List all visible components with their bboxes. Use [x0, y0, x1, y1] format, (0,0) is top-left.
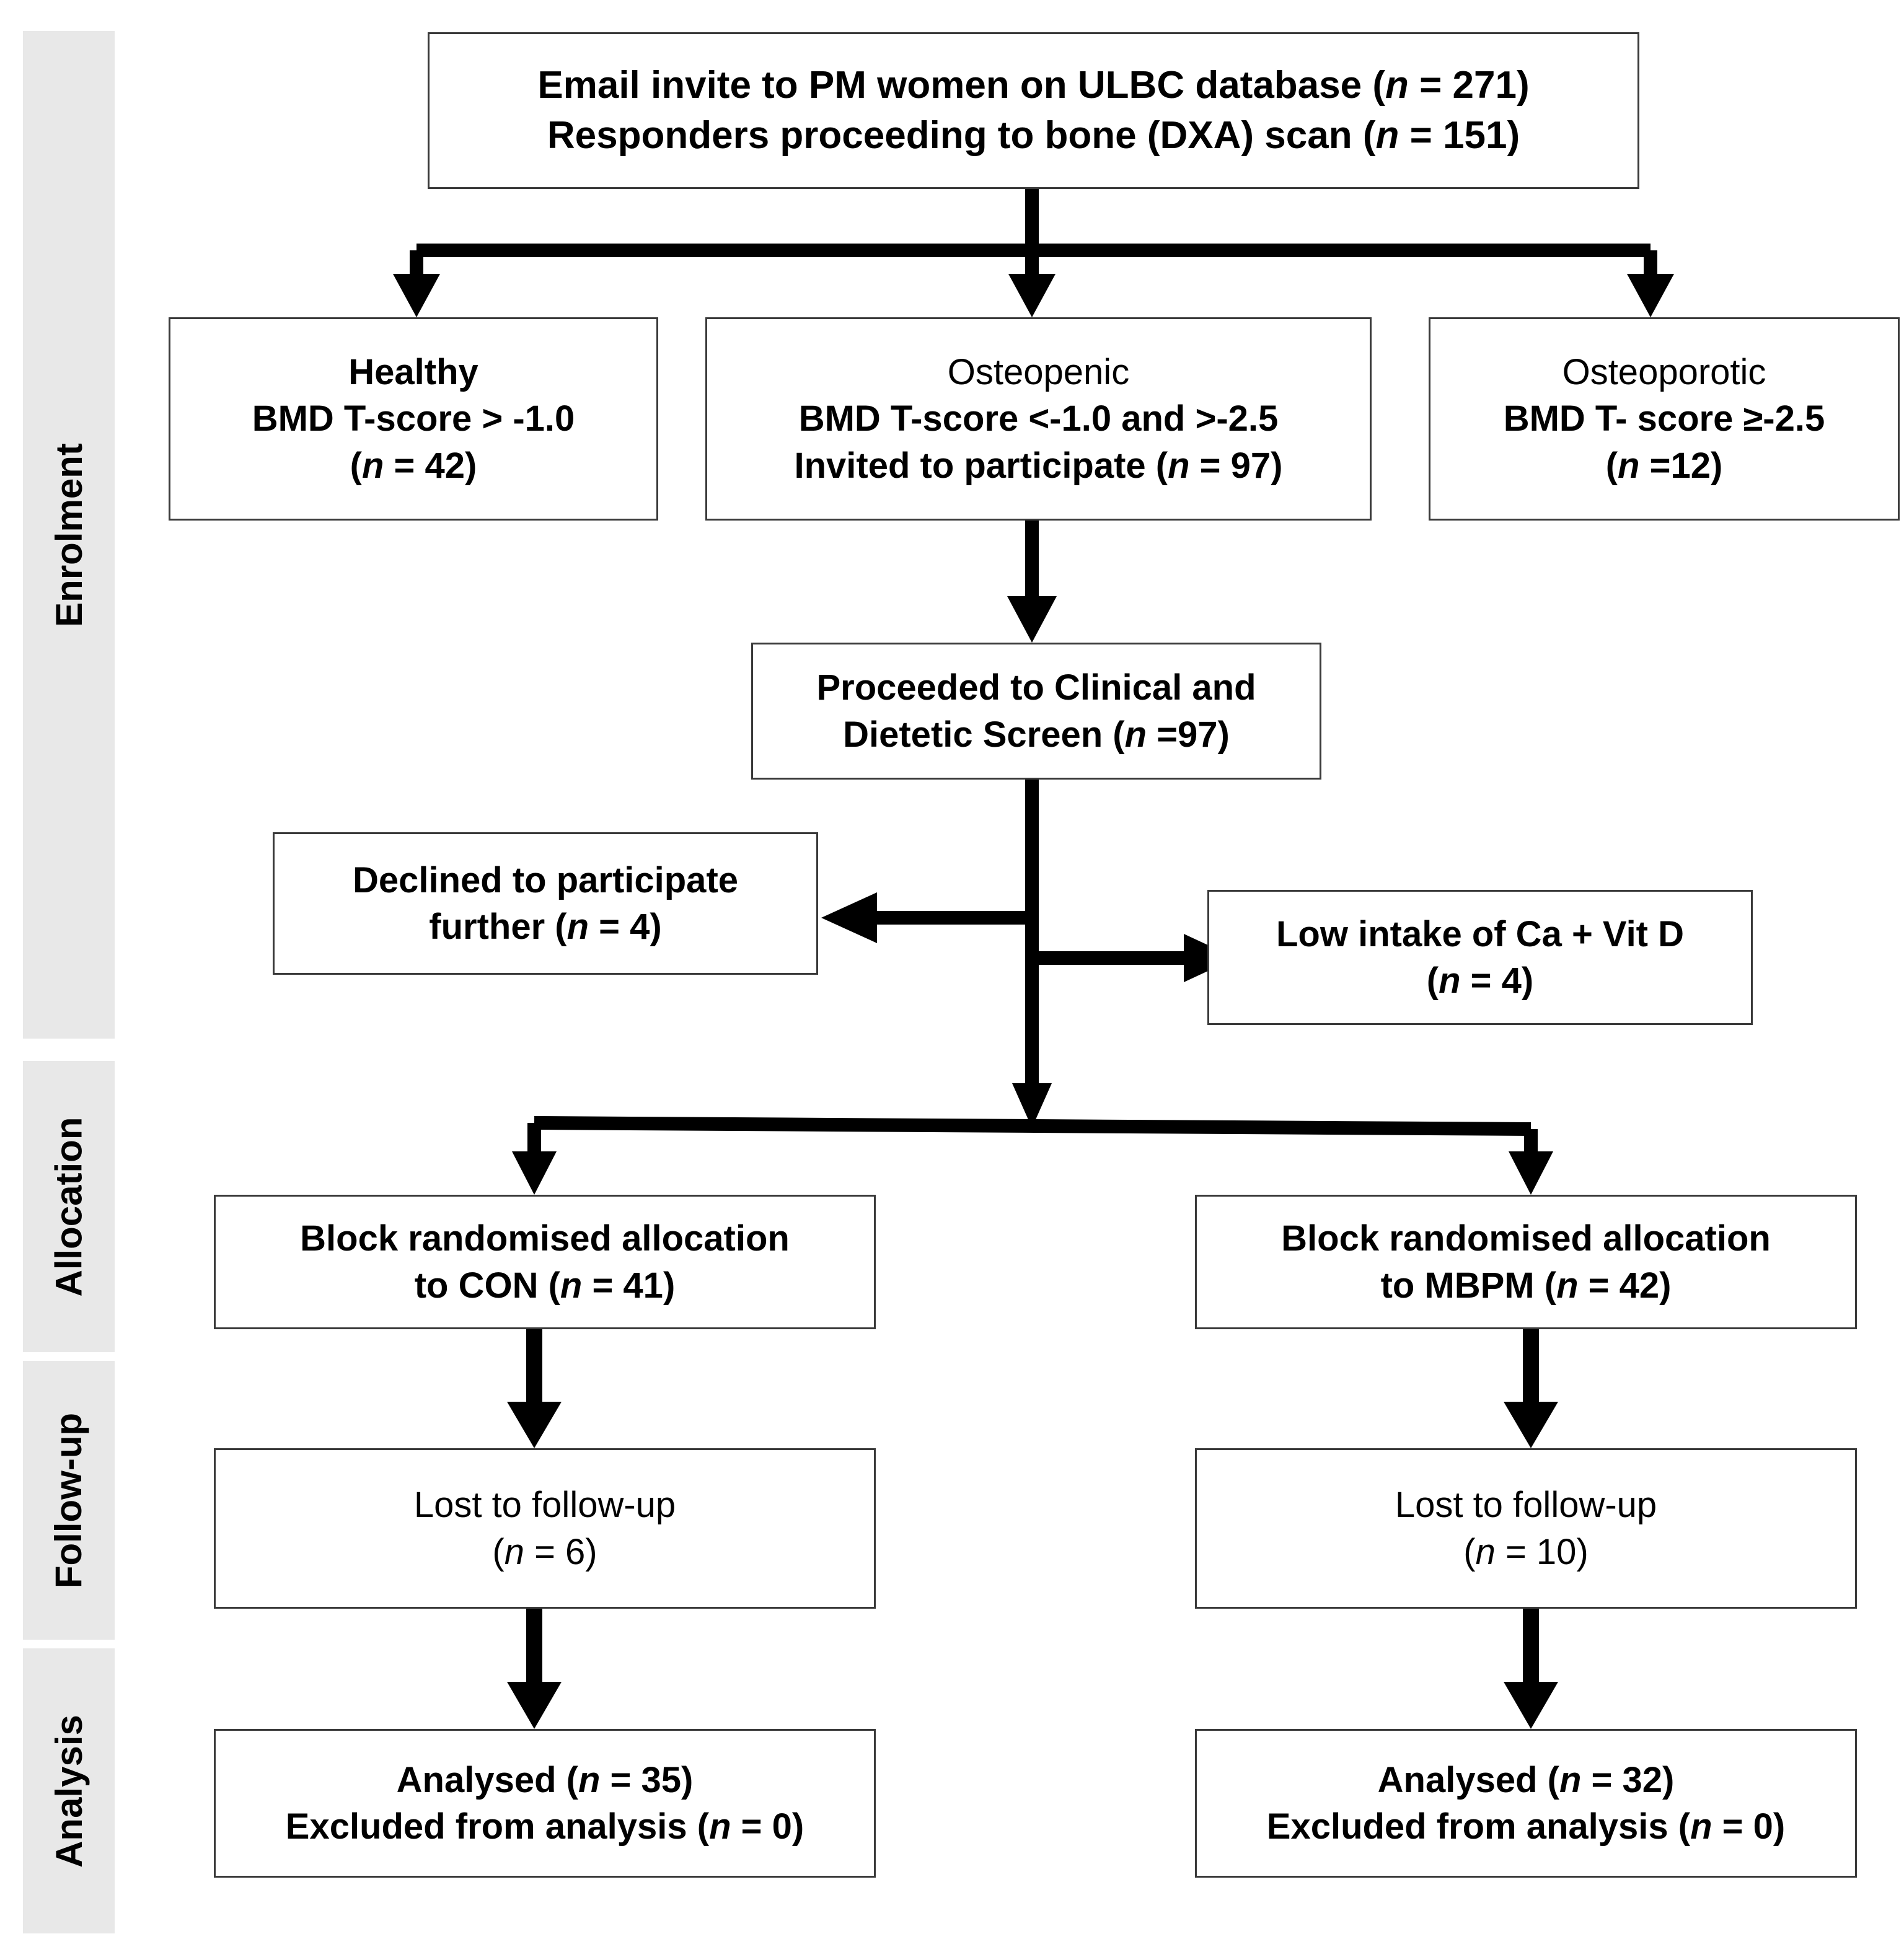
arrowhead-to-alloc-con	[512, 1151, 557, 1195]
sample-size-symbol: n	[1556, 1265, 1579, 1306]
arrowhead-to-healthy	[393, 274, 440, 317]
node-alloc-mbpm-line-2: to MBPM (n = 42)	[1380, 1265, 1672, 1306]
arrowhead-to-declined	[821, 892, 877, 943]
sample-size-symbol: n	[560, 1265, 583, 1306]
node-healthy-line-2: BMD T-score > -1.0	[252, 398, 575, 439]
sample-size-symbol: n	[566, 907, 589, 947]
node-alloc-con-line-1: Block randomised allocation	[300, 1218, 790, 1259]
node-declined-line-2: further (n = 4)	[429, 907, 662, 947]
node-osteoporotic: Osteoporotic BMD T- score ≥-2.5 (n =12)	[1429, 317, 1900, 521]
node-recruitment: Email invite to PM women on ULBC databas…	[428, 32, 1639, 189]
node-alloc-con: Block randomised allocation to CON (n = …	[214, 1195, 876, 1329]
arrowhead-lost-mbpm-to-analysed	[1504, 1682, 1558, 1729]
node-declined-line-1: Declined to participate	[352, 860, 739, 900]
sample-size-symbol: n	[1439, 961, 1461, 1001]
node-osteopenic: Osteopenic BMD T-score <-1.0 and >-2.5 I…	[705, 317, 1372, 521]
node-healthy-line-1: Healthy	[348, 351, 478, 392]
sample-size-symbol: n	[1168, 445, 1190, 486]
node-alloc-mbpm-line-1: Block randomised allocation	[1281, 1218, 1771, 1259]
node-analysed-con: Analysed (n = 35) Excluded from analysis…	[214, 1729, 876, 1878]
node-analysed-con-line-2: Excluded from analysis (n = 0)	[285, 1806, 804, 1847]
node-analysed-con-line-1: Analysed (n = 35)	[396, 1759, 694, 1800]
node-declined: Declined to participate further (n = 4)	[273, 832, 818, 975]
node-healthy-line-3: (n = 42)	[350, 445, 477, 486]
node-osteoporotic-line-2: BMD T- score ≥-2.5	[1503, 398, 1825, 439]
arrowhead-to-alloc-mbpm	[1509, 1151, 1553, 1195]
sample-size-symbol: n	[504, 1531, 524, 1572]
node-recruitment-line-2: Responders proceeding to bone (DXA) scan…	[547, 113, 1520, 157]
arrowhead-to-screen	[1007, 596, 1057, 643]
sample-size-symbol: n	[1618, 445, 1640, 486]
sample-size-symbol: n	[1385, 63, 1409, 107]
phase-band-analysis: Analysis	[23, 1648, 115, 1933]
arrowhead-alloc-con-to-lost	[507, 1402, 562, 1448]
node-osteopenic-line-1: Osteopenic	[947, 351, 1130, 392]
sample-size-symbol: n	[361, 445, 384, 486]
node-lost-mbpm: Lost to follow-up (n = 10)	[1195, 1448, 1857, 1609]
node-lost-con-line-2: (n = 6)	[492, 1531, 597, 1572]
phase-label-followup: Follow-up	[48, 1412, 90, 1588]
phase-band-allocation: Allocation	[23, 1061, 115, 1352]
node-analysed-mbpm-line-1: Analysed (n = 32)	[1377, 1759, 1675, 1800]
sample-size-symbol: n	[578, 1759, 601, 1800]
node-low-intake: Low intake of Ca + Vit D (n = 4)	[1207, 890, 1753, 1025]
node-analysed-mbpm-line-2: Excluded from analysis (n = 0)	[1266, 1806, 1786, 1847]
phase-band-enrolment: Enrolment	[23, 31, 115, 1039]
node-osteoporotic-line-3: (n =12)	[1605, 445, 1723, 486]
arrowhead-to-osteoporotic	[1627, 274, 1674, 317]
node-screen: Proceeded to Clinical and Dietetic Scree…	[751, 643, 1321, 780]
node-osteopenic-line-3: Invited to participate (n = 97)	[794, 445, 1283, 486]
arrowhead-to-osteopenic	[1008, 274, 1056, 317]
phase-label-allocation: Allocation	[48, 1116, 90, 1297]
node-screen-line-2: Dietetic Screen (n =97)	[843, 714, 1230, 755]
sample-size-symbol: n	[1559, 1759, 1582, 1800]
node-analysed-mbpm: Analysed (n = 32) Excluded from analysis…	[1195, 1729, 1857, 1878]
node-lost-mbpm-line-2: (n = 10)	[1463, 1531, 1589, 1572]
node-low-intake-line-2: (n = 4)	[1426, 961, 1534, 1001]
node-low-intake-line-1: Low intake of Ca + Vit D	[1276, 913, 1684, 954]
sample-size-symbol: n	[709, 1806, 731, 1847]
sample-size-symbol: n	[1690, 1806, 1712, 1847]
node-screen-line-1: Proceeded to Clinical and	[816, 667, 1256, 708]
node-lost-con-line-1: Lost to follow-up	[413, 1485, 676, 1526]
node-osteopenic-line-2: BMD T-score <-1.0 and >-2.5	[798, 398, 1279, 439]
node-healthy: Healthy BMD T-score > -1.0 (n = 42)	[169, 317, 658, 521]
node-lost-con: Lost to follow-up (n = 6)	[214, 1448, 876, 1609]
node-recruitment-line-1: Email invite to PM women on ULBC databas…	[537, 63, 1530, 107]
node-alloc-mbpm: Block randomised allocation to MBPM (n =…	[1195, 1195, 1857, 1329]
phase-label-enrolment: Enrolment	[48, 442, 90, 627]
arrowhead-alloc-mbpm-to-lost	[1504, 1402, 1558, 1448]
node-lost-mbpm-line-1: Lost to follow-up	[1395, 1485, 1657, 1526]
sample-size-symbol: n	[1375, 113, 1399, 157]
sample-size-symbol: n	[1475, 1531, 1496, 1572]
arrowhead-allocation-junction	[1012, 1083, 1052, 1128]
node-osteoporotic-line-1: Osteoporotic	[1562, 351, 1766, 392]
node-alloc-con-line-2: to CON (n = 41)	[414, 1265, 676, 1306]
sample-size-symbol: n	[1124, 714, 1147, 755]
arrowhead-lost-con-to-analysed	[507, 1682, 562, 1729]
phase-label-analysis: Analysis	[48, 1714, 90, 1868]
phase-band-followup: Follow-up	[23, 1361, 115, 1640]
connector-allocation-bar	[534, 1116, 1532, 1136]
